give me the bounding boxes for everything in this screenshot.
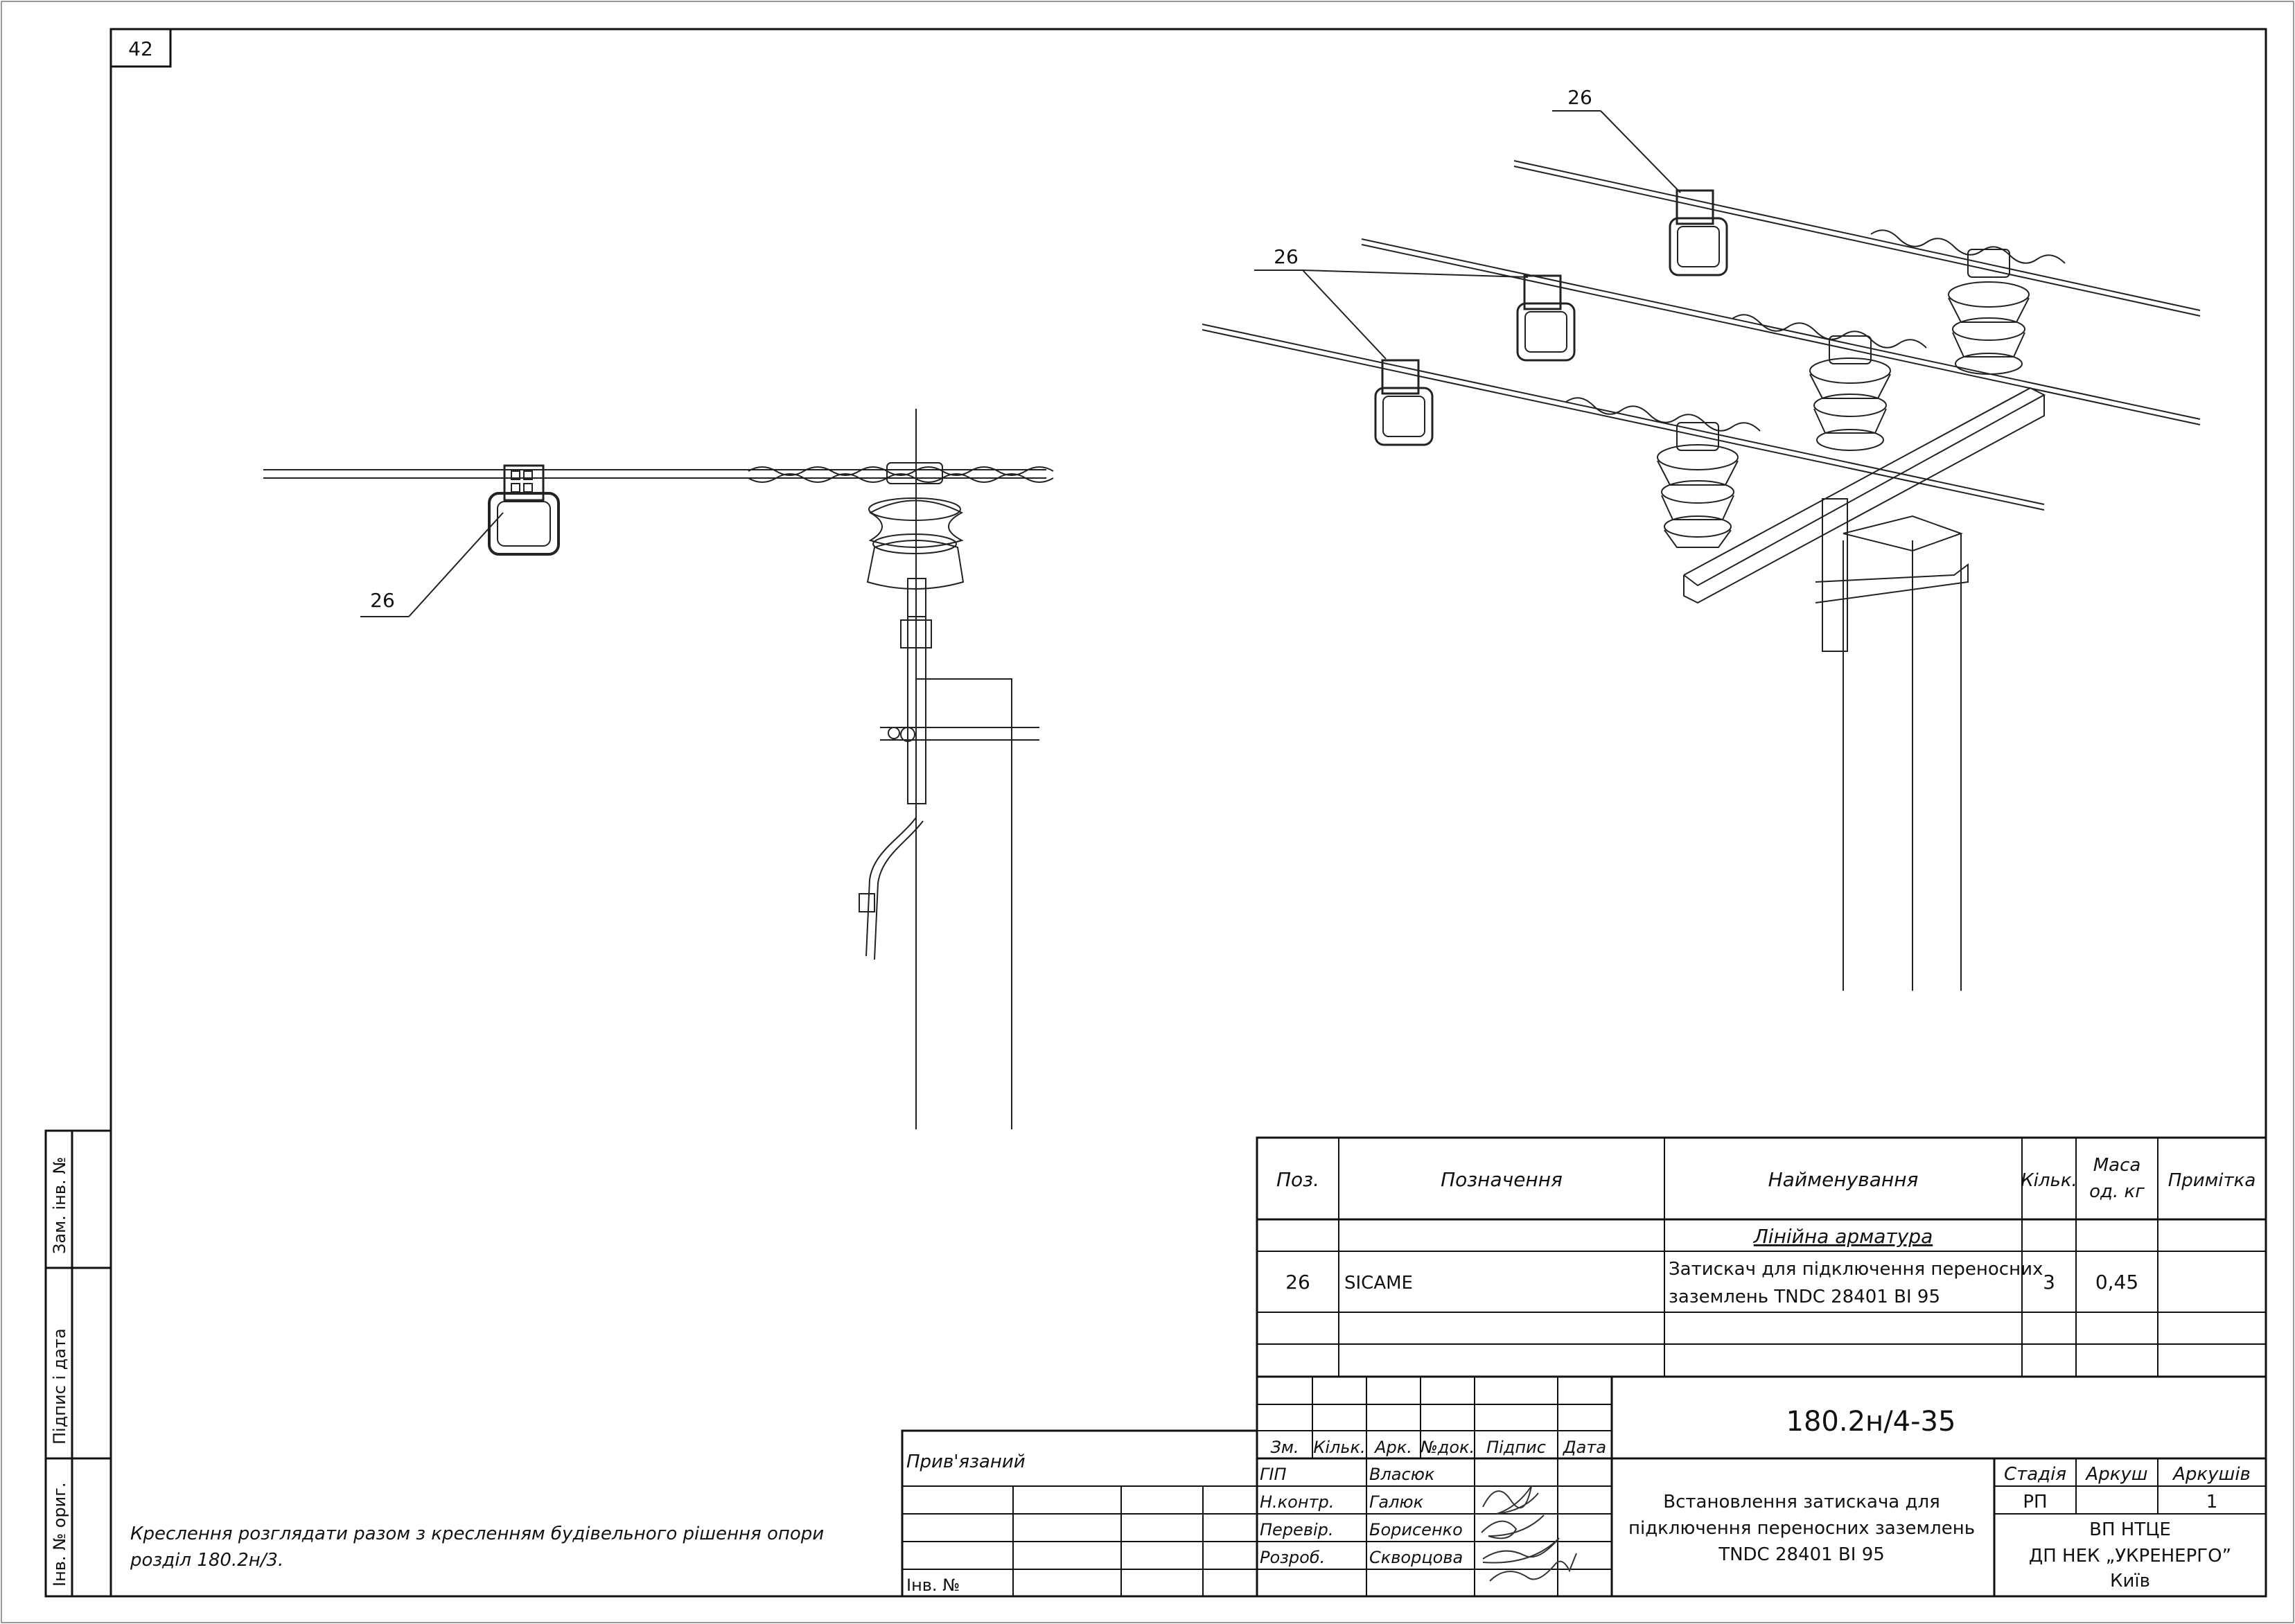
tb-title-3: TNDC 28401 BI 95: [1718, 1544, 1885, 1565]
bound-inv-label: Інв. №: [906, 1576, 960, 1595]
isometric-view-drawing: [1202, 110, 2201, 991]
stamp-inv-orig: Інв. № ориг.: [50, 1482, 69, 1587]
spec-row-qty: 3: [2043, 1271, 2055, 1294]
left-stamp: [44, 1129, 112, 1598]
tb-stage-value: РП: [2023, 1492, 2047, 1512]
spec-header-naymenuvannya: Найменування: [1768, 1168, 1919, 1191]
stamp-pidpys-data: Підпис і дата: [50, 1328, 69, 1445]
bound-label: Прив'язаний: [906, 1451, 1026, 1472]
callout-label-iso-right: 26: [1567, 86, 1592, 109]
callout-label-iso-left: 26: [1274, 245, 1299, 268]
spec-table: [1256, 1136, 2267, 1378]
tb-org-1: ВП НТЦЕ: [2089, 1519, 2171, 1540]
tb-title-1: Встановлення затискача для: [1663, 1492, 1940, 1512]
title-block: [1256, 1375, 2267, 1598]
tb-staff-name-rozrob: Скворцова: [1369, 1548, 1463, 1567]
drawing-frame: [109, 28, 2267, 1598]
tb-header-ndok: №док.: [1419, 1438, 1475, 1457]
sheet-number-box: [109, 28, 172, 68]
tb-drawing-code: 180.2н/4-35: [1786, 1406, 1956, 1438]
spec-row-code: SICAME: [1344, 1273, 1413, 1294]
tb-header-ark: Арк.: [1373, 1438, 1412, 1457]
tb-org-2: ДП НЕК „УКРЕНЕРГО”: [2029, 1546, 2231, 1566]
tb-title-2: підключення переносних заземлень: [1628, 1518, 1975, 1539]
sheet-number: 42: [128, 37, 153, 60]
spec-header-masa-unit: од. кг: [2089, 1181, 2145, 1202]
tb-staff-name-perevir: Борисенко: [1369, 1520, 1463, 1539]
tb-staff-name-nkontr: Галюк: [1369, 1492, 1424, 1512]
tb-org-3: Київ: [2110, 1571, 2150, 1591]
signatures: [1481, 1485, 1577, 1582]
spec-section-title: Лінійна арматура: [1753, 1225, 1933, 1248]
note-line-1: Креслення розглядати разом з кресленням …: [130, 1524, 824, 1544]
spec-row-mass: 0,45: [2095, 1271, 2138, 1294]
spec-header-prymitka: Примітка: [2168, 1170, 2256, 1191]
spec-header-masa: Маса: [2093, 1155, 2141, 1176]
spec-row-poz: 26: [1285, 1271, 1310, 1294]
tb-staff-role-rozrob: Розроб.: [1260, 1548, 1325, 1567]
stamp-zam-inv: Зам. інв. №: [50, 1157, 69, 1254]
side-view-drawing: [263, 409, 1054, 1129]
tb-header-zm: Зм.: [1270, 1438, 1299, 1457]
callout-label-side: 26: [370, 589, 395, 612]
spec-row-name-1: Затискач для підключення переносних: [1669, 1259, 2043, 1280]
tb-staff-name-gip: Власюк: [1369, 1465, 1435, 1484]
spec-header-poz: Поз.: [1276, 1168, 1319, 1191]
note-line-2: розділ 180.2н/3.: [130, 1550, 283, 1571]
tb-staff-role-nkontr: Н.контр.: [1260, 1492, 1334, 1512]
tb-staff-role-gip: ГІП: [1260, 1465, 1287, 1484]
tb-sheets-label: Аркушів: [2172, 1464, 2251, 1485]
tb-sheets-value: 1: [2206, 1492, 2218, 1512]
tb-header-pidpys: Підпис: [1486, 1438, 1546, 1457]
tb-staff-role-perevir: Перевір.: [1260, 1520, 1334, 1539]
spec-header-poznachennya: Позначення: [1441, 1168, 1563, 1191]
tb-stage-label: Стадія: [2004, 1464, 2066, 1485]
tb-header-kilk: Кільк.: [1313, 1438, 1365, 1457]
spec-header-kilk: Кільк.: [2021, 1170, 2077, 1191]
tb-header-data: Дата: [1563, 1438, 1606, 1457]
spec-row-name-2: заземлень TNDC 28401 BI 95: [1669, 1287, 1940, 1307]
tb-sheet-label: Аркуш: [2084, 1464, 2147, 1485]
